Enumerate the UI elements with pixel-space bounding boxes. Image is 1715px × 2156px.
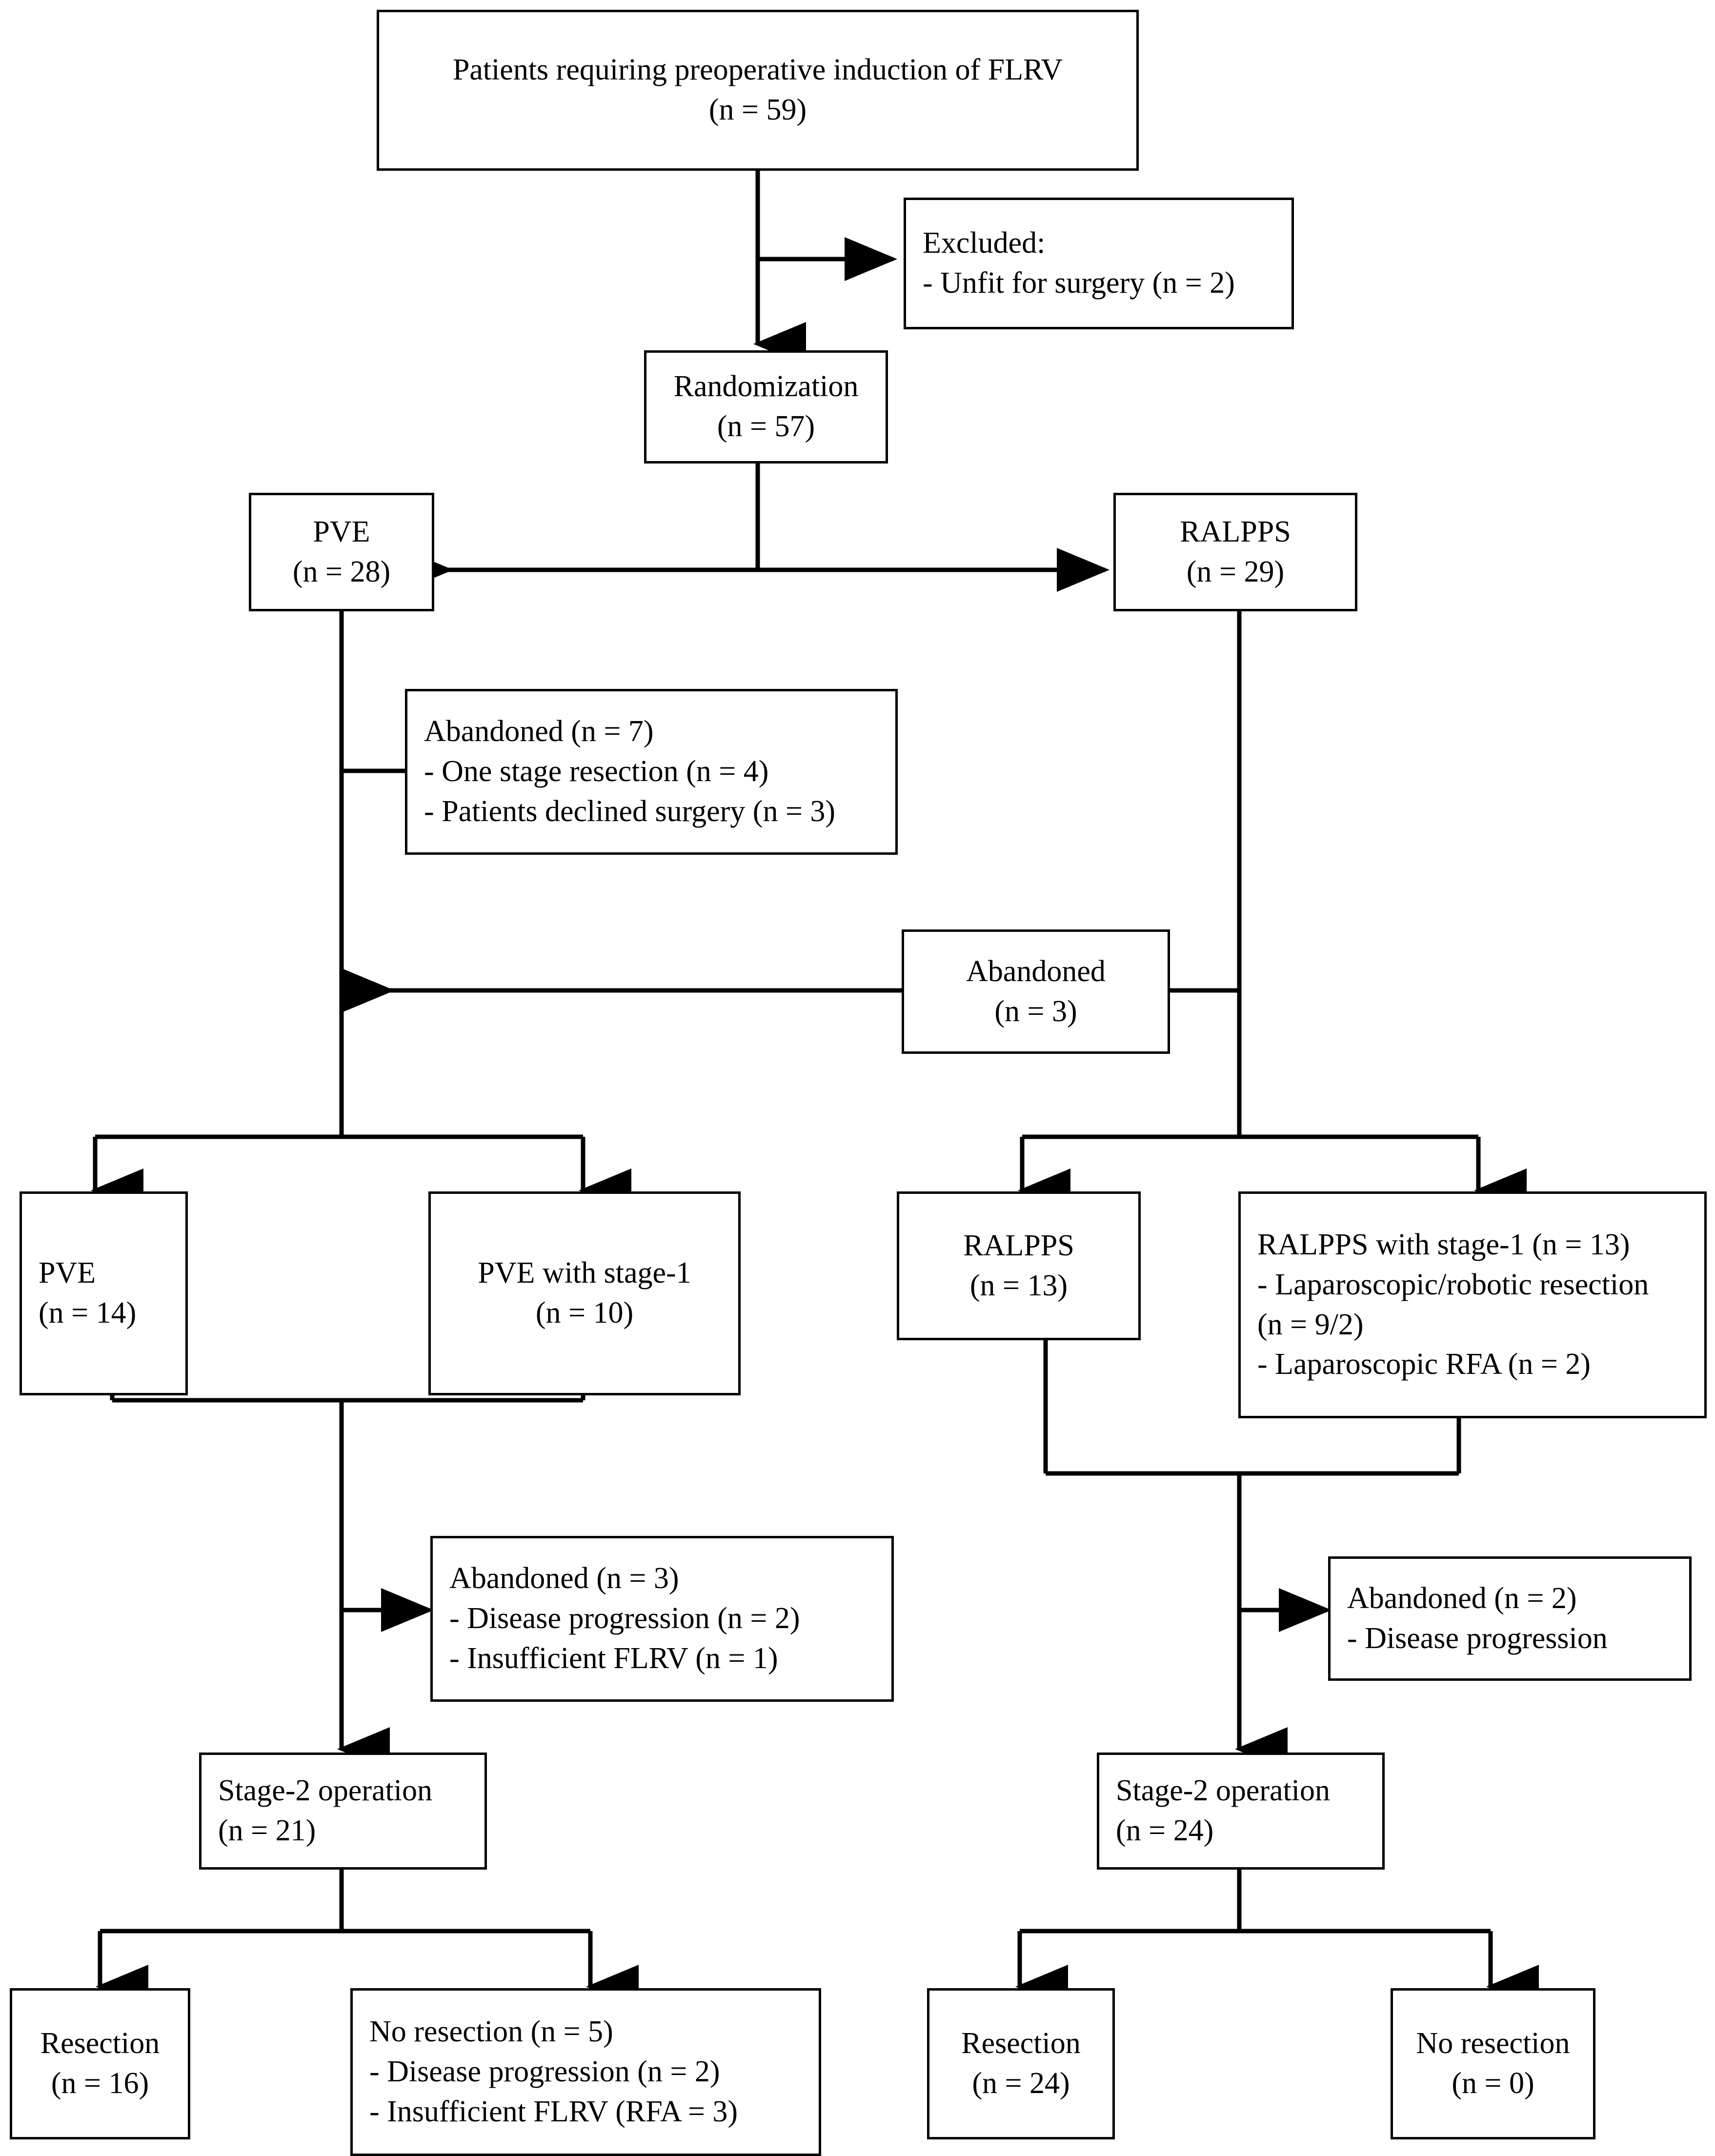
node-abandoned-pve2-line-1: - Disease progression (n = 2) — [449, 1602, 800, 1635]
node-enrollment-line-0: Patients requiring preoperative inductio… — [452, 53, 1063, 87]
node-pve-stage1-line-0: PVE with stage-1 — [478, 1256, 691, 1290]
node-resection-left-line-0: Resection — [40, 2027, 160, 2060]
node-no-resection-left: No resection (n = 5) - Disease progressi… — [350, 1988, 821, 2156]
node-abandoned-ralpps2-line-1: - Disease progression — [1347, 1621, 1608, 1655]
node-no-resection-right-line-1: (n = 0) — [1452, 2067, 1534, 2100]
node-pve-arm-line-0: PVE — [313, 515, 370, 548]
node-abandoned-pve2-line-0: Abandoned (n = 3) — [449, 1562, 679, 1595]
node-stage2-right-line-0: Stage-2 operation — [1116, 1774, 1331, 1808]
node-enrollment-line-1: (n = 59) — [708, 93, 807, 126]
node-stage2-left: Stage-2 operation (n = 21) — [199, 1753, 487, 1870]
node-stage2-right: Stage-2 operation (n = 24) — [1097, 1753, 1385, 1870]
node-abandoned-pve-line-0: Abandoned (n = 7) — [424, 715, 654, 748]
node-ralpps-only-line-0: RALPPS — [963, 1229, 1074, 1262]
node-no-resection-left-line-1: - Disease progression (n = 2) — [369, 2055, 720, 2089]
node-no-resection-right-line-0: No resection — [1416, 2027, 1570, 2060]
node-pve-stage1-line-1: (n = 10) — [535, 1296, 634, 1330]
node-ralpps-arm-line-0: RALPPS — [1180, 515, 1291, 548]
node-ralpps-stage1-line-2: (n = 9/2) — [1257, 1308, 1364, 1341]
node-abandoned-pve: Abandoned (n = 7) - One stage resection … — [405, 689, 898, 855]
node-abandoned-pve-line-1: - One stage resection (n = 4) — [424, 755, 769, 788]
node-abandoned-pve-second: Abandoned (n = 3) - Disease progression … — [430, 1536, 894, 1702]
node-resection-right: Resection (n = 24) — [927, 1988, 1115, 2139]
node-enrollment: Patients requiring preoperative inductio… — [377, 10, 1139, 171]
node-ralpps-stage1-line-1: - Laparoscopic/robotic resection — [1257, 1268, 1649, 1301]
node-resection-right-line-0: Resection — [961, 2027, 1081, 2060]
node-no-resection-right: No resection (n = 0) — [1391, 1988, 1595, 2139]
node-abandoned-ralpps-line-1: (n = 3) — [994, 994, 1077, 1028]
node-pve-only: PVE (n = 14) — [20, 1191, 188, 1395]
node-excluded-line-1: - Unfit for surgery (n = 2) — [923, 266, 1235, 300]
node-ralpps-stage1-line-3: - Laparoscopic RFA (n = 2) — [1257, 1348, 1591, 1381]
node-ralpps-only-line-1: (n = 13) — [969, 1269, 1068, 1302]
node-pve-arm: PVE (n = 28) — [249, 493, 434, 611]
node-stage2-left-line-1: (n = 21) — [218, 1814, 316, 1847]
node-ralpps-stage1: RALPPS with stage-1 (n = 13) - Laparosco… — [1238, 1191, 1707, 1418]
node-stage2-left-line-0: Stage-2 operation — [218, 1774, 433, 1808]
node-pve-arm-line-1: (n = 28) — [292, 555, 391, 588]
node-ralpps-arm-line-1: (n = 29) — [1186, 555, 1285, 588]
node-stage2-right-line-1: (n = 24) — [1116, 1814, 1214, 1847]
node-randomization-line-0: Randomization — [673, 370, 859, 403]
node-ralpps-arm: RALPPS (n = 29) — [1113, 493, 1357, 611]
node-abandoned-ralpps2-line-0: Abandoned (n = 2) — [1347, 1581, 1577, 1615]
node-abandoned-ralpps-line-0: Abandoned — [966, 954, 1106, 988]
node-pve-stage1: PVE with stage-1 (n = 10) — [428, 1191, 741, 1395]
node-randomization-line-1: (n = 57) — [717, 410, 815, 443]
node-excluded: Excluded: - Unfit for surgery (n = 2) — [904, 198, 1294, 329]
node-resection-left: Resection (n = 16) — [10, 1988, 190, 2139]
node-abandoned-pve-line-2: - Patients declined surgery (n = 3) — [424, 794, 836, 828]
node-abandoned-pve2-line-2: - Insufficient FLRV (n = 1) — [449, 1641, 778, 1675]
node-pve-only-line-0: PVE — [39, 1256, 96, 1290]
node-no-resection-left-line-0: No resection (n = 5) — [369, 2015, 613, 2049]
node-resection-left-line-1: (n = 16) — [51, 2067, 149, 2100]
node-pve-only-line-1: (n = 14) — [39, 1296, 137, 1330]
node-ralpps-stage1-line-0: RALPPS with stage-1 (n = 13) — [1257, 1228, 1630, 1261]
node-no-resection-left-line-2: - Insufficient FLRV (RFA = 3) — [369, 2095, 738, 2128]
node-randomization: Randomization (n = 57) — [644, 350, 888, 463]
node-resection-right-line-1: (n = 24) — [972, 2067, 1070, 2100]
node-ralpps-only: RALPPS (n = 13) — [897, 1191, 1141, 1340]
node-abandoned-ralpps-second: Abandoned (n = 2) - Disease progression — [1328, 1556, 1692, 1681]
node-excluded-line-0: Excluded: — [923, 226, 1046, 260]
node-abandoned-ralpps: Abandoned (n = 3) — [902, 929, 1170, 1054]
